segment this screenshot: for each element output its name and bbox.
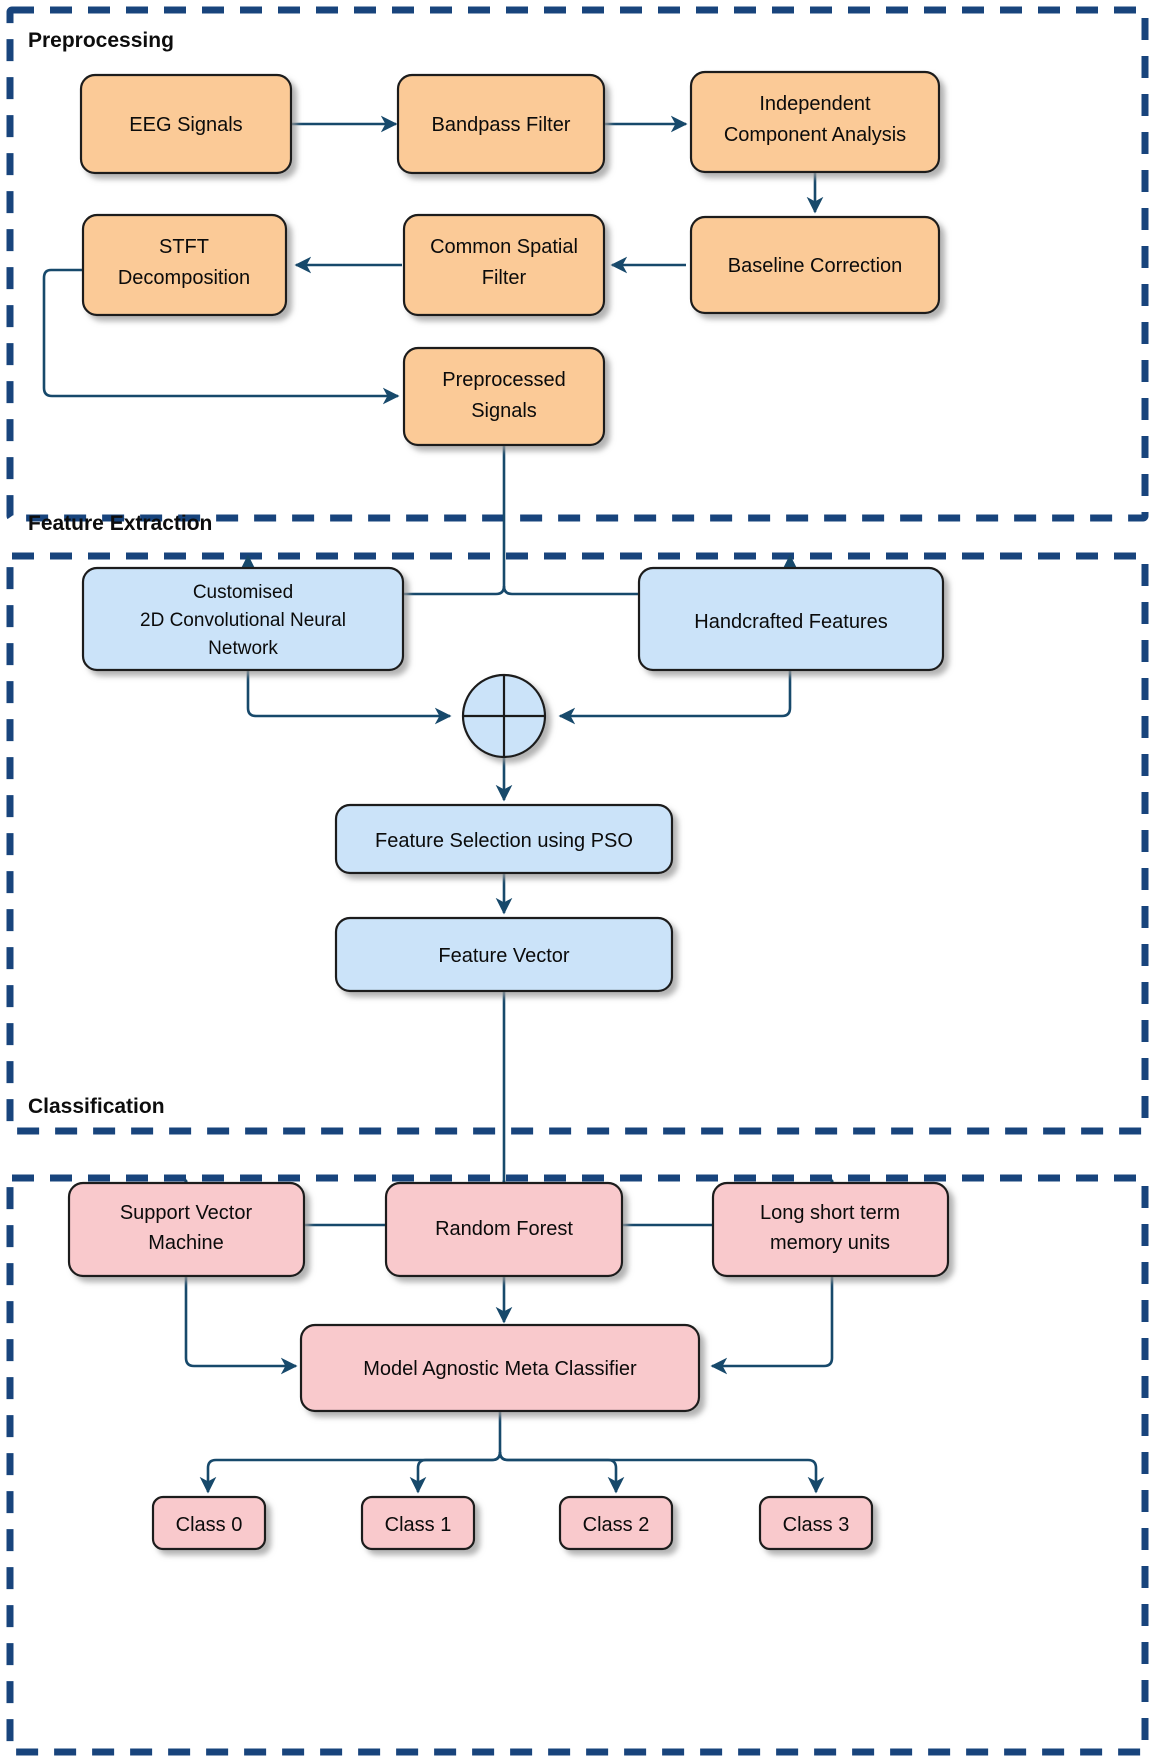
node-eeg-signals[interactable]: EEG Signals — [79, 73, 293, 175]
node-fusion-junction[interactable] — [461, 673, 547, 759]
node-lstm-label-line1: Long short term — [760, 1202, 900, 1224]
node-baseline-correction-label: Baseline Correction — [728, 255, 903, 277]
section-label-classification: Classification — [28, 1095, 165, 1118]
node-class-0[interactable]: Class 0 — [151, 1495, 267, 1551]
node-meta-classifier-label: Model Agnostic Meta Classifier — [363, 1358, 637, 1380]
node-eeg-signals-label: EEG Signals — [129, 114, 242, 136]
section-label-feature-extraction: Feature Extraction — [28, 512, 212, 535]
node-preprocessed-signals[interactable]: Preprocessed Signals — [402, 346, 606, 447]
connector-meta-to-class0 — [199, 1451, 502, 1494]
connector-handcrafted-to-fusion — [558, 670, 792, 725]
node-class-2-label: Class 2 — [583, 1514, 650, 1536]
node-stft-label-line1: STFT — [159, 236, 209, 258]
section-border-feature-extraction — [6, 552, 1149, 1135]
node-stft-decomposition[interactable]: STFT Decomposition — [81, 213, 288, 317]
node-common-spatial-filter-label-line1: Common Spatial — [430, 236, 578, 258]
node-ica-label-line1: Independent — [759, 93, 871, 115]
node-feature-vector-label: Feature Vector — [438, 945, 570, 967]
connector-stft-to-preprocessed — [42, 268, 400, 405]
node-cnn-label-line1: Customised — [193, 582, 293, 603]
node-baseline-correction[interactable]: Baseline Correction — [689, 215, 941, 315]
node-customised-cnn[interactable]: Customised 2D Convolutional Neural Netwo… — [81, 566, 405, 672]
node-feature-vector[interactable]: Feature Vector — [334, 916, 674, 993]
node-handcrafted-features[interactable]: Handcrafted Features — [637, 566, 945, 672]
node-bandpass-filter-label: Bandpass Filter — [432, 114, 571, 136]
node-support-vector-machine[interactable]: Support Vector Machine — [67, 1181, 306, 1278]
connector-lstm-to-meta — [710, 1276, 834, 1375]
node-lstm-units[interactable]: Long short term memory units — [711, 1181, 950, 1278]
node-cnn-label-line2: 2D Convolutional Neural — [140, 610, 346, 631]
node-class-0-label: Class 0 — [176, 1514, 243, 1536]
node-handcrafted-features-label: Handcrafted Features — [694, 611, 887, 633]
connector-meta-to-class1 — [409, 1451, 502, 1494]
node-ica-label-line2: Component Analysis — [724, 124, 906, 146]
node-class-3[interactable]: Class 3 — [758, 1495, 874, 1551]
node-lstm-label-line2: memory units — [770, 1232, 890, 1254]
node-class-1-label: Class 1 — [385, 1514, 452, 1536]
node-class-2[interactable]: Class 2 — [558, 1495, 674, 1551]
node-feature-selection-pso[interactable]: Feature Selection using PSO — [334, 803, 674, 875]
node-common-spatial-filter[interactable]: Common Spatial Filter — [402, 213, 606, 317]
section-border-classification — [6, 1174, 1149, 1756]
node-svm-label-line1: Support Vector — [120, 1202, 253, 1224]
node-svm-label-line2: Machine — [148, 1232, 224, 1254]
node-model-agnostic-meta-classifier[interactable]: Model Agnostic Meta Classifier — [299, 1323, 701, 1413]
section-label-preprocessing: Preprocessing — [28, 29, 174, 52]
node-preprocessed-signals-label-line1: Preprocessed — [442, 369, 565, 391]
connector-meta-to-class3 — [498, 1451, 825, 1494]
node-pso-label: Feature Selection using PSO — [375, 830, 633, 852]
node-class-1[interactable]: Class 1 — [360, 1495, 476, 1551]
node-independent-component-analysis[interactable]: Independent Component Analysis — [689, 70, 941, 174]
node-bandpass-filter[interactable]: Bandpass Filter — [396, 73, 606, 175]
section-border-preprocessing — [6, 6, 1149, 522]
node-random-forest-label: Random Forest — [435, 1218, 573, 1240]
connector-meta-to-class2 — [498, 1451, 625, 1494]
node-preprocessed-signals-label-line2: Signals — [471, 400, 537, 422]
node-common-spatial-filter-label-line2: Filter — [482, 267, 527, 289]
node-random-forest[interactable]: Random Forest — [384, 1181, 624, 1278]
node-stft-label-line2: Decomposition — [118, 267, 250, 289]
connector-svm-to-meta — [184, 1276, 298, 1375]
node-class-3-label: Class 3 — [783, 1514, 850, 1536]
node-cnn-label-line3: Network — [208, 638, 278, 659]
connector-cnn-to-fusion — [246, 670, 452, 725]
